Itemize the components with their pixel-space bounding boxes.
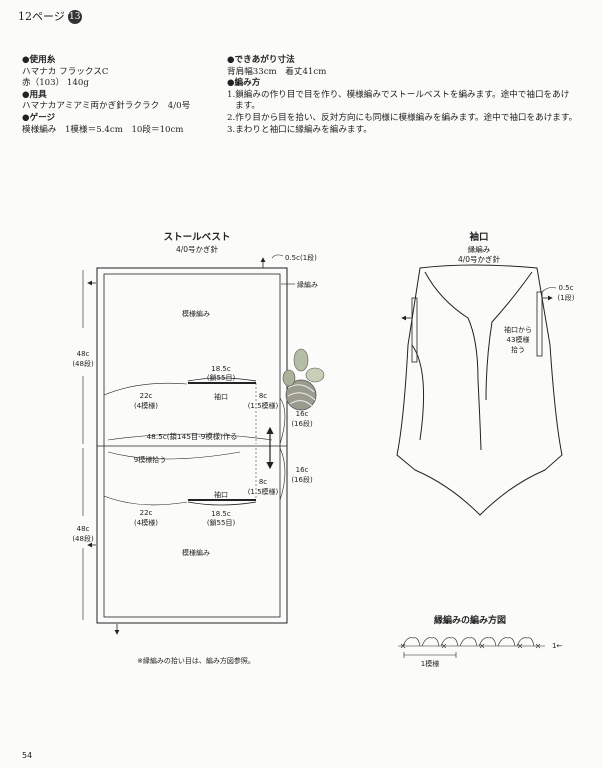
method-step: 1.鎖編みの作り目で目を作り、模様編みでストールベストを編みます。途中で袖口をあ… — [227, 89, 570, 100]
side-repeat-label: (4模様) — [134, 401, 158, 410]
pattern-label-top: 模様編み — [182, 309, 210, 318]
middle-rows-label: (16段) — [291, 419, 313, 428]
page-number: 54 — [22, 751, 33, 760]
stole-title: ストールベスト — [164, 232, 231, 243]
cuff-width-label: 0.5c — [559, 284, 574, 292]
middle-width-label: 16c — [296, 410, 309, 418]
height-rows-label: (48段) — [72, 359, 94, 368]
armhole-stitches-label: (鎖55目) — [207, 373, 236, 382]
method-section: できあがり寸法 背肩幅33cm 着丈41cm 編み方 1.鎖編みの作り目で目を作… — [227, 55, 577, 136]
armhole-bottom-curve — [187, 501, 257, 506]
cuff-band-right — [536, 291, 543, 357]
pickup-label: 9模様拾う — [134, 455, 166, 464]
edging-repeat-label: 1模様 — [421, 659, 439, 668]
method-step: 3.まわりと袖口に縁編みを編みます。 — [227, 124, 372, 135]
armhole-top-curve — [187, 377, 257, 382]
yarn-ball-illustration-icon — [282, 348, 325, 411]
pattern-number-badge: 13 — [67, 10, 82, 24]
yarn-color: 赤（103） 140g — [22, 78, 89, 89]
height-rows-label: (48段) — [72, 534, 94, 543]
armhole-width-label: 18.5c — [211, 510, 231, 518]
materials-section: 使用糸 ハマナカ フラックスC 赤（103） 140g 用具 ハマナカアミアミ両… — [22, 55, 190, 136]
arm-depth-label: 8c — [259, 478, 267, 486]
edging-chart — [398, 637, 545, 658]
stole-hook: 4/0号かぎ針 — [176, 244, 219, 254]
middle-width-label: 16c — [296, 466, 309, 474]
method-heading: 編み方 — [227, 78, 577, 90]
cuff-rows-label: (1段) — [558, 293, 575, 302]
cuff-subtitle-edging: 縁編み — [468, 244, 491, 254]
height-label: 48c — [77, 350, 90, 358]
finished-heading: できあがり寸法 — [227, 55, 577, 67]
side-width-label: 22c — [140, 392, 153, 400]
height-label: 48c — [77, 525, 90, 533]
finished-size: 背肩幅33cm 着丈41cm — [227, 66, 327, 77]
pattern-label-bottom: 模様編み — [182, 548, 210, 557]
gauge-heading: ゲージ — [22, 113, 190, 125]
arm-depth-repeat-label: (1.5模様) — [248, 487, 279, 496]
stole-outline — [96, 267, 288, 624]
cuff-title: 袖口 — [468, 231, 488, 243]
middle-rows-label: (16段) — [291, 475, 313, 484]
yarn-name: ハマナカ フラックスC — [22, 66, 109, 77]
tools-heading: 用具 — [22, 90, 190, 102]
cuff-subtitle-hook: 4/0号かぎ針 — [458, 254, 501, 264]
footnote: ※縁編みの拾い目は、編み方図参照。 — [137, 656, 255, 665]
edge-width-label: 0.5c(1段) — [285, 253, 317, 262]
edging-start-mark: 1← — [552, 642, 562, 650]
method-step: 2.作り目から目を拾い、反対方向にも同様に模様編みを編みます。途中で袖口をあけま… — [227, 112, 578, 123]
tools-text: ハマナカアミアミ両かぎ針ラクラク 4/0号 — [22, 101, 191, 112]
cuff-pickup-verb: 拾う — [511, 345, 525, 354]
cuff-band-left — [411, 297, 418, 363]
method-step: ます。 — [235, 101, 260, 112]
edging-chart-title: 縁編みの編み方図 — [434, 614, 506, 626]
arm-depth-repeat-label: (1.5模様) — [248, 401, 279, 410]
armhole-label: 袖口 — [214, 490, 228, 499]
cuff-outline — [396, 264, 563, 516]
armhole-width-label: 18.5c — [211, 365, 231, 373]
side-repeat-label: (4模様) — [134, 518, 158, 527]
armhole-stitches-label: (鎖55目) — [207, 518, 236, 527]
cuff-pickup-count: 43模様 — [507, 335, 530, 344]
cast-on-label: 48.5c(鎖145目-9模様)作る — [147, 432, 238, 441]
page-label: 12ページ — [18, 10, 65, 23]
side-width-label: 22c — [140, 509, 153, 517]
arm-depth-label: 8c — [259, 392, 267, 400]
cuff-pickup-label: 袖口から — [504, 325, 532, 334]
yarn-heading: 使用糸 — [22, 55, 190, 67]
edge-label: 縁編み — [297, 280, 318, 289]
gauge-text: 模様編み 1模様＝5.4cm 10段＝10cm — [22, 124, 184, 135]
armhole-label: 袖口 — [214, 392, 228, 401]
